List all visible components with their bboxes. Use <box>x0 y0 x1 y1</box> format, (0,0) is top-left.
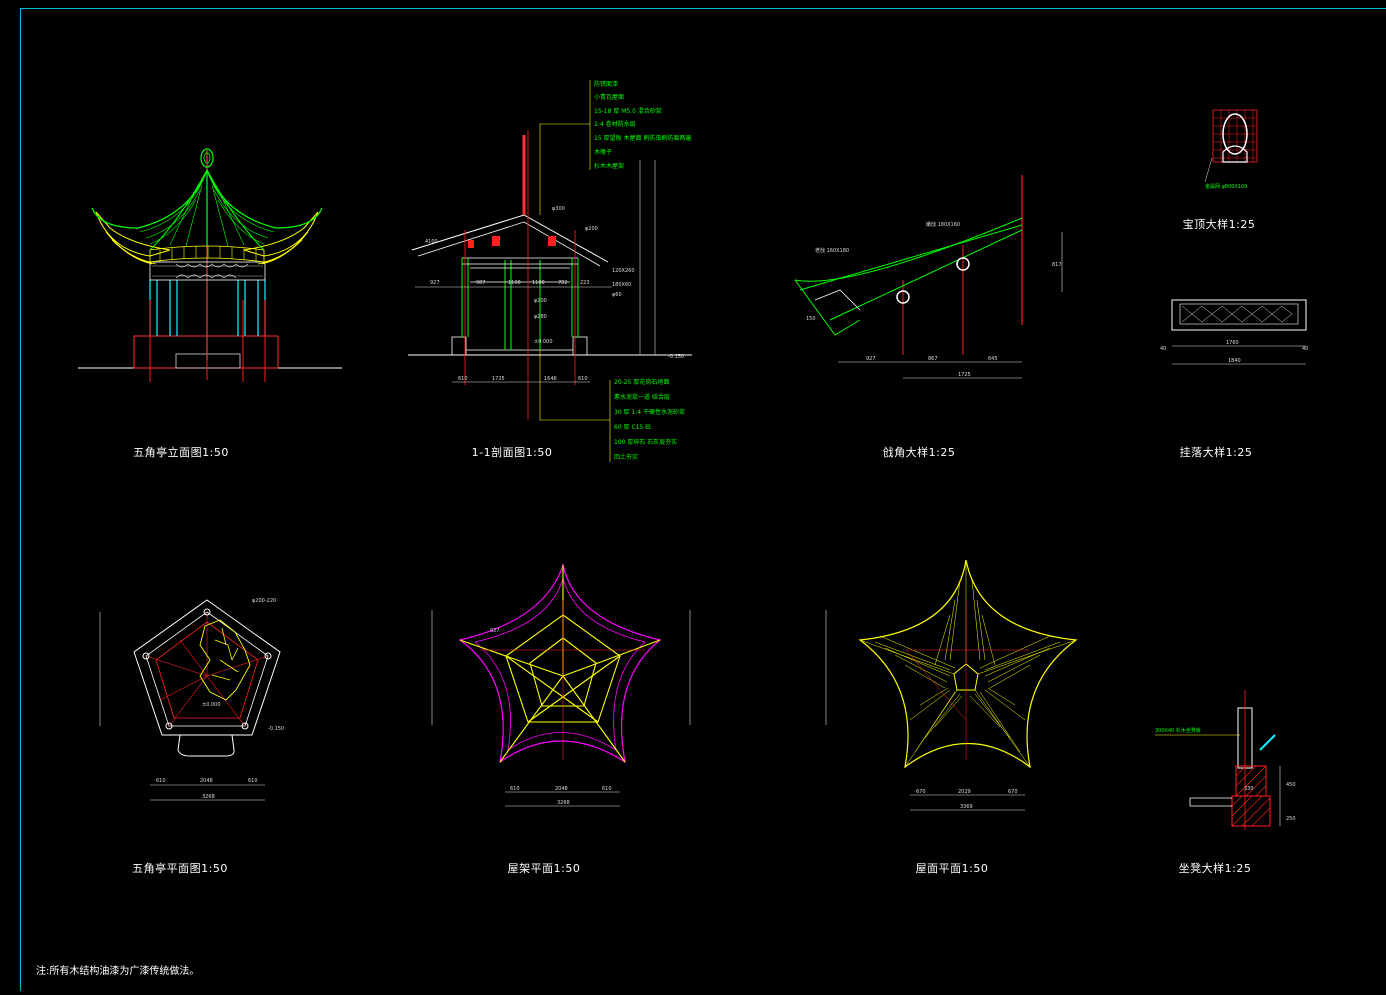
svg-text:40: 40 <box>1302 346 1308 352</box>
svg-text:2048: 2048 <box>555 786 568 792</box>
elevation-view <box>78 148 342 382</box>
svg-text:金属网 φ800X100: 金属网 φ800X100 <box>1205 183 1247 190</box>
svg-text:100 厚碎石 石灰层夯实: 100 厚碎石 石灰层夯实 <box>614 438 677 446</box>
svg-text:1760: 1760 <box>1226 340 1239 346</box>
svg-text:610: 610 <box>248 778 258 784</box>
roof-plan-title: 屋面平面1:50 <box>915 862 989 875</box>
svg-text:1108: 1108 <box>532 280 545 286</box>
svg-text:2048: 2048 <box>200 778 213 784</box>
svg-text:20-25 厚花岗石地面: 20-25 厚花岗石地面 <box>614 378 669 386</box>
svg-text:±0.000: ±0.000 <box>534 339 553 345</box>
svg-text:φ60: φ60 <box>612 292 622 298</box>
svg-text:610: 610 <box>602 786 612 792</box>
svg-text:4100: 4100 <box>425 239 438 245</box>
svg-text:15-18 厚 M5.0 混合砂浆: 15-18 厚 M5.0 混合砂浆 <box>594 107 662 115</box>
svg-text:645: 645 <box>988 356 998 362</box>
plan-title: 五角亭平面图1:50 <box>132 862 228 875</box>
svg-text:φ300: φ300 <box>552 206 565 212</box>
svg-text:φ200-220: φ200-220 <box>252 598 276 604</box>
svg-text:927: 927 <box>430 280 440 286</box>
eave-corner-view: 927 867 645 1725 817 老戗 160X180 嫩戗 180X160 1… <box>794 175 1063 379</box>
svg-text:40: 40 <box>1160 346 1166 352</box>
svg-text:987: 987 <box>476 280 486 286</box>
svg-text:927: 927 <box>490 628 500 634</box>
svg-text:±0.000: ±0.000 <box>202 702 221 708</box>
svg-text:670: 670 <box>916 789 926 795</box>
bench-view: 300X40 杉木坐凳板 330 450 250 <box>1155 690 1296 830</box>
roof-frame-view: 610 2048 610 3268 927 <box>431 562 691 807</box>
svg-text:817: 817 <box>1052 262 1062 268</box>
svg-text:-0.150: -0.150 <box>268 726 284 732</box>
roof-frame-title: 屋架平面1:50 <box>507 862 581 875</box>
svg-text:927: 927 <box>866 356 876 362</box>
svg-text:670: 670 <box>1008 789 1018 795</box>
svg-text:250: 250 <box>1286 816 1296 822</box>
section-title: 1-1剖面图1:50 <box>471 446 553 459</box>
svg-text:防锈面漆: 防锈面漆 <box>594 80 618 88</box>
railing-view: 1760 1840 40 40 <box>1160 299 1308 365</box>
svg-text:木椽子: 木椽子 <box>594 148 612 156</box>
svg-text:180X60: 180X60 <box>612 282 631 288</box>
elevation-title: 五角亭立面图1:50 <box>133 446 229 459</box>
svg-text:610: 610 <box>578 376 588 382</box>
svg-text:2029: 2029 <box>958 789 971 795</box>
svg-text:-0.150: -0.150 <box>668 354 684 360</box>
svg-text:60 厚 C15 砼: 60 厚 C15 砼 <box>614 423 651 431</box>
plan-view: 610 2048 610 3268 φ200-220 ±0.000 -0.150 <box>99 598 284 801</box>
svg-text:φ280: φ280 <box>534 314 547 320</box>
svg-text:120X260: 120X260 <box>612 268 635 274</box>
svg-text:867: 867 <box>928 356 938 362</box>
svg-text:610: 610 <box>510 786 520 792</box>
svg-text:610: 610 <box>458 376 468 382</box>
finial-view: 金属网 φ800X100 <box>1204 109 1258 190</box>
svg-text:回土夯实: 回土夯实 <box>614 453 638 461</box>
general-note: 注:所有木结构油漆为广漆传统做法。 <box>36 966 200 977</box>
svg-text:3268: 3268 <box>202 794 215 800</box>
roof-plan-view: 670 2029 670 3369 <box>825 559 1078 811</box>
svg-text:嫩戗 180X160: 嫩戗 180X160 <box>926 221 960 228</box>
svg-text:330: 330 <box>1244 786 1254 792</box>
svg-text:300X40 杉木坐凳板: 300X40 杉木坐凳板 <box>1155 727 1201 734</box>
svg-text:782: 782 <box>558 280 568 286</box>
svg-text:15 厚望板 木屋面 刷防虫刷防腐两遍: 15 厚望板 木屋面 刷防虫刷防腐两遍 <box>594 134 691 142</box>
svg-text:杉木木屋架: 杉木木屋架 <box>594 162 624 170</box>
svg-text:φ200: φ200 <box>585 226 598 232</box>
svg-text:450: 450 <box>1286 782 1296 788</box>
eave-corner-title: 戗角大样1:25 <box>882 446 956 459</box>
svg-text:3268: 3268 <box>557 800 570 806</box>
svg-text:150: 150 <box>806 316 816 322</box>
svg-text:1725: 1725 <box>958 372 971 378</box>
svg-text:223: 223 <box>580 280 590 286</box>
finial-title: 宝顶大样1:25 <box>1182 218 1256 231</box>
svg-text:1:4 卷材防水层: 1:4 卷材防水层 <box>594 120 636 128</box>
svg-text:老戗 160X180: 老戗 160X180 <box>815 247 849 254</box>
svg-text:1108: 1108 <box>508 280 521 286</box>
svg-text:小青瓦屋面: 小青瓦屋面 <box>594 93 624 101</box>
bench-title: 坐凳大样1:25 <box>1178 862 1252 875</box>
svg-text:3369: 3369 <box>960 804 973 810</box>
svg-text:1646: 1646 <box>544 376 557 382</box>
svg-text:610: 610 <box>156 778 166 784</box>
svg-text:1725: 1725 <box>492 376 505 382</box>
svg-text:1840: 1840 <box>1228 358 1241 364</box>
svg-text:30 厚 1:4 干硬性水泥砂浆: 30 厚 1:4 干硬性水泥砂浆 <box>614 408 685 416</box>
svg-text:素水泥浆一道 结合层: 素水泥浆一道 结合层 <box>614 393 670 401</box>
railing-title: 挂落大样1:25 <box>1179 446 1253 459</box>
svg-text:φ200: φ200 <box>534 298 547 304</box>
